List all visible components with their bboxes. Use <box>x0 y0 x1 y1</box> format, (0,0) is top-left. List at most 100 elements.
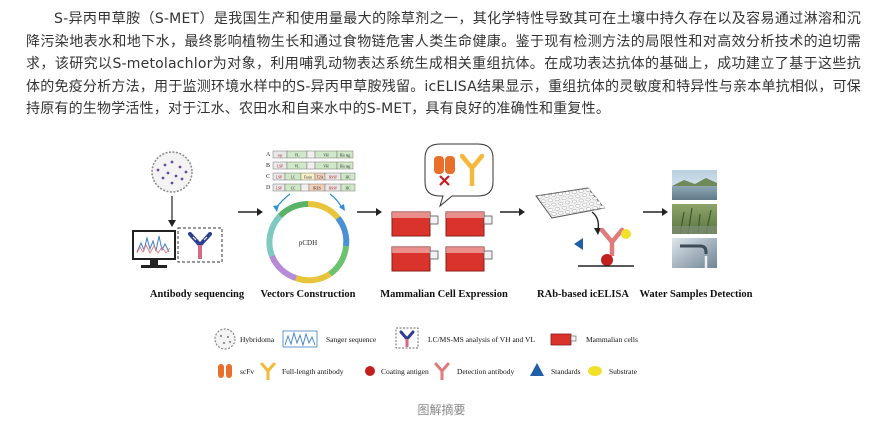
legend-label: Coating antigen <box>381 367 429 376</box>
legend-label: Substrate <box>609 367 638 376</box>
scfv-in-bubble-icon <box>434 156 455 186</box>
lcms-antibody-icon <box>395 327 419 349</box>
microplate-well <box>582 203 588 207</box>
mammalian-cells-icon <box>550 333 577 346</box>
bubble-callout-icon <box>424 143 494 208</box>
legend-label: LC/MS-MS analysis of VH and VL <box>428 335 535 344</box>
step-label-antibody-sequencing: Antibody sequencing <box>150 289 245 300</box>
vector-part: His tag <box>340 165 350 169</box>
legend-label: Hybridoma <box>240 335 275 344</box>
vector-part: IRES <box>313 187 321 191</box>
microplate-well <box>572 199 577 204</box>
microplate-well <box>578 189 584 193</box>
microplate-well <box>568 205 574 209</box>
vector-part: LSP <box>276 187 282 191</box>
microplate-well <box>561 196 567 201</box>
river-water-photo <box>672 170 717 200</box>
coating-antigen-icon <box>601 254 613 266</box>
microplate-well <box>541 199 546 204</box>
microplate-well <box>558 211 564 215</box>
step-label-mammalian-cell-expression: Mammalian Cell Expression <box>380 289 508 300</box>
vector-part: T2A <box>317 176 324 180</box>
figure-caption: 图解摘要 <box>417 403 466 417</box>
microplate-well <box>554 197 560 202</box>
plasmid-icon: pCDH <box>266 200 350 284</box>
microplate-well <box>565 191 570 195</box>
vector-part: HC <box>346 176 352 180</box>
microplate-well <box>585 188 591 192</box>
microplate-well <box>551 193 557 197</box>
vector-part: LC <box>291 176 296 180</box>
farmland-water-photo <box>672 204 717 235</box>
scfv-icon <box>218 364 232 378</box>
microplate-well <box>551 212 557 216</box>
microplate-well <box>568 195 574 200</box>
microplate-well <box>579 208 584 212</box>
microplate-well <box>575 194 581 199</box>
step-label-rab-based-icelisa: RAb-based icELISA <box>537 289 629 300</box>
legend-label: Standards <box>551 367 581 376</box>
microplate-well <box>596 201 601 205</box>
vector-row-letter: D <box>266 185 271 191</box>
vector-part: HSSP <box>329 176 338 180</box>
cell-flask-icon <box>391 246 439 272</box>
microplate-well <box>592 206 598 210</box>
microplate-well <box>565 200 570 205</box>
microplate-well <box>551 202 557 207</box>
microplate-well <box>578 198 584 203</box>
microplate-well <box>555 207 560 211</box>
sanger-sequence-icon <box>282 330 318 348</box>
arrow-3-head <box>519 208 525 216</box>
substrate-icon <box>588 366 602 376</box>
standards-icon <box>574 238 583 250</box>
arrow-2-head <box>376 208 382 216</box>
tap-water-photo <box>672 238 717 268</box>
vector-row-letter: B <box>266 163 270 169</box>
computer-monitor-icon <box>132 230 176 268</box>
insert-arrow-left-head <box>273 205 279 212</box>
curved-arrow <box>591 211 600 231</box>
microplate-well <box>582 193 587 198</box>
curved-arrow-head <box>594 228 601 235</box>
insert-arrow-right <box>329 193 343 209</box>
vector-part: VH <box>323 165 329 169</box>
insert-arrow-right-head <box>339 204 345 211</box>
cell-flask-icon <box>391 211 439 237</box>
microplate-well <box>589 192 594 197</box>
mammalian-expression-panel: Mammalian Cell Expression <box>380 143 508 300</box>
legend-label: Sanger sequence <box>326 335 377 344</box>
antibody-sequencing-panel: Antibody sequencing <box>132 151 245 300</box>
vector-part: His tag <box>340 154 350 158</box>
microplate-well <box>548 198 553 203</box>
microplate-well <box>548 208 553 212</box>
icelisa-panel: RAb-based icELISA <box>535 187 634 300</box>
step-label-water-samples-detection: Water Samples Detection <box>640 289 753 300</box>
lcms-antibody-icon <box>177 227 223 263</box>
standards-icon <box>530 363 544 376</box>
microplate-well <box>599 205 605 209</box>
water-samples-panel: Water Samples Detection <box>640 170 753 300</box>
vector-row-letter: A <box>266 152 271 158</box>
vector-part: Furin <box>304 176 312 180</box>
microplate-well <box>575 204 581 208</box>
cell-flask-icon <box>445 211 493 237</box>
vector-part: VL <box>295 165 300 169</box>
microplate-well <box>558 201 564 206</box>
detection-antibody-icon <box>434 362 450 380</box>
microplate-well <box>589 202 594 206</box>
arrow-1-head <box>257 208 263 216</box>
vector-part: VH <box>323 154 329 158</box>
cell-flask-icon <box>445 246 493 272</box>
hybridoma-icon <box>214 328 236 350</box>
full-antibody-in-bubble-icon <box>459 153 485 186</box>
vectors-construction-panel: A ssp VL VH His tag B LSP VL VH His tag … <box>261 150 356 300</box>
vector-part: VL <box>295 154 300 158</box>
vector-part: HC <box>346 187 352 191</box>
legend-label: Full-length antibody <box>282 367 344 376</box>
plasmid-label: pCDH <box>299 239 317 247</box>
step-label-vectors-construction: Vectors Construction <box>261 289 356 300</box>
vector-part: LSP <box>276 176 282 180</box>
microplate-well <box>592 196 598 201</box>
vector-part: LC <box>291 187 296 191</box>
microplate-icon <box>535 187 605 219</box>
